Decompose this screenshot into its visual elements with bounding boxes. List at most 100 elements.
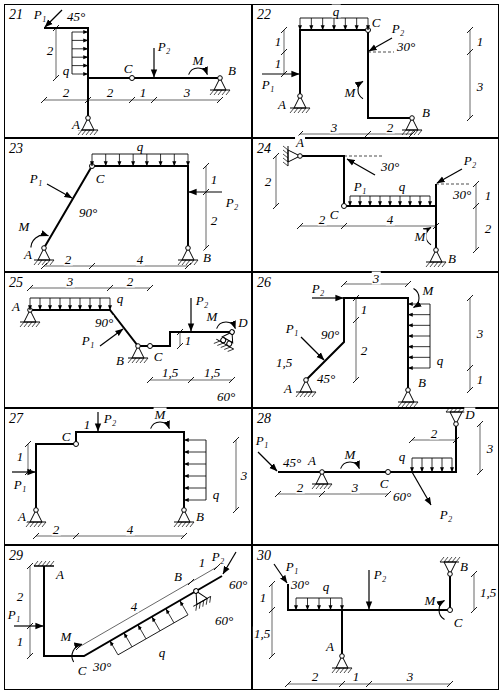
pin-support	[193, 596, 213, 610]
dimension-label: 1	[484, 189, 493, 202]
dimension-label: 4	[386, 213, 395, 226]
force-label: P₂	[391, 22, 405, 35]
load-arrow	[138, 625, 146, 639]
dimension-tick	[353, 317, 359, 323]
dimension-label: 1,5	[203, 366, 221, 379]
force-label: P₂	[157, 40, 171, 53]
force-label: P₁	[285, 322, 299, 335]
dimension-tick	[365, 131, 371, 137]
point-label: B	[173, 570, 183, 583]
hinge	[386, 470, 391, 475]
moment-label: M	[414, 230, 427, 243]
load-line	[296, 598, 342, 599]
problem-number: 23	[5, 140, 27, 157]
dimension-label: 1	[184, 334, 193, 347]
dimension-tick	[233, 507, 239, 513]
pin-support	[182, 508, 187, 513]
load-arrow	[400, 196, 401, 206]
angle-label: 30°	[396, 40, 416, 53]
point-label: A	[71, 118, 81, 131]
dimension-tick	[467, 295, 473, 301]
load-line	[430, 304, 431, 368]
load-arrow	[334, 18, 335, 30]
pin-support	[86, 116, 91, 121]
angle-label: 30°	[380, 160, 400, 173]
load-label: q	[332, 5, 341, 18]
dimension-tick	[53, 25, 59, 31]
pin-support	[128, 358, 148, 359]
pin-support	[332, 654, 352, 673]
load-line	[92, 154, 188, 155]
force-label: P₁	[33, 8, 47, 21]
moment-label: M	[344, 448, 357, 461]
hinge	[342, 204, 347, 209]
load-label: q	[136, 140, 145, 153]
dimension-tick	[33, 533, 39, 539]
dimension-tick	[25, 441, 31, 447]
pin-support	[298, 94, 303, 99]
dimension-label: 2	[296, 481, 305, 494]
dimension-tick	[477, 469, 483, 475]
dimension-line	[476, 184, 477, 250]
pin-support	[440, 557, 460, 576]
pin-support	[128, 358, 148, 363]
dimension-label: 1,5	[275, 356, 293, 369]
angle-reference	[344, 156, 384, 157]
dimension-label: 2	[16, 590, 25, 603]
dimension-label: 1	[16, 635, 25, 648]
dimension-line	[300, 134, 412, 135]
load-arrow	[70, 298, 71, 310]
problem-number: 28	[253, 410, 275, 427]
frame-member	[36, 432, 184, 510]
pin-support	[410, 116, 415, 121]
problem-number: 26	[253, 274, 275, 291]
problem-number: 21	[5, 6, 27, 23]
pin-support	[298, 154, 303, 159]
dimension-tick	[229, 377, 235, 383]
dimension-tick	[41, 263, 47, 269]
load-line	[412, 458, 452, 459]
dimension-line	[236, 440, 237, 510]
dimension-line	[36, 536, 184, 537]
load-arrow	[380, 196, 381, 206]
angle-label: 90°	[320, 328, 340, 341]
moment-label: M	[206, 310, 219, 323]
point-label: C	[379, 477, 390, 490]
dimension-label: 2	[62, 86, 71, 99]
load-arrow	[72, 57, 88, 58]
angle-label: 30°	[92, 660, 112, 673]
force-arrow	[45, 10, 62, 27]
force-arrow	[47, 184, 72, 198]
load-arrow	[105, 154, 106, 166]
pin-support	[34, 508, 39, 513]
dimension-label: 1,5	[161, 366, 179, 379]
dimension-label: 3	[240, 469, 249, 482]
pin-support	[283, 146, 302, 166]
load-arrow	[412, 458, 413, 472]
angle-label: 30°	[452, 188, 472, 201]
fixed-support	[34, 561, 54, 566]
pin-support	[290, 108, 310, 113]
load-arrow	[92, 154, 93, 166]
frame-member	[300, 156, 436, 206]
dimension-line	[278, 494, 388, 495]
dimension-line	[44, 266, 188, 267]
load-label: q	[398, 450, 407, 463]
moment-arrow	[341, 462, 360, 469]
load-arrow	[408, 336, 430, 337]
point-label: C	[371, 16, 382, 29]
point-label: C	[453, 616, 464, 629]
pin-support	[210, 76, 230, 95]
pin-support	[454, 422, 459, 427]
dimension-line	[56, 28, 57, 78]
dimension-tick	[477, 421, 483, 427]
force-label: P₁	[13, 478, 27, 491]
pin-support	[406, 388, 411, 393]
dimension-tick	[339, 681, 345, 687]
dimension-line	[470, 30, 471, 118]
dimension-label: 1	[198, 556, 207, 569]
problem-number: 30	[253, 547, 275, 564]
force-arrow	[368, 570, 369, 609]
angle-label: 90°	[78, 206, 98, 219]
